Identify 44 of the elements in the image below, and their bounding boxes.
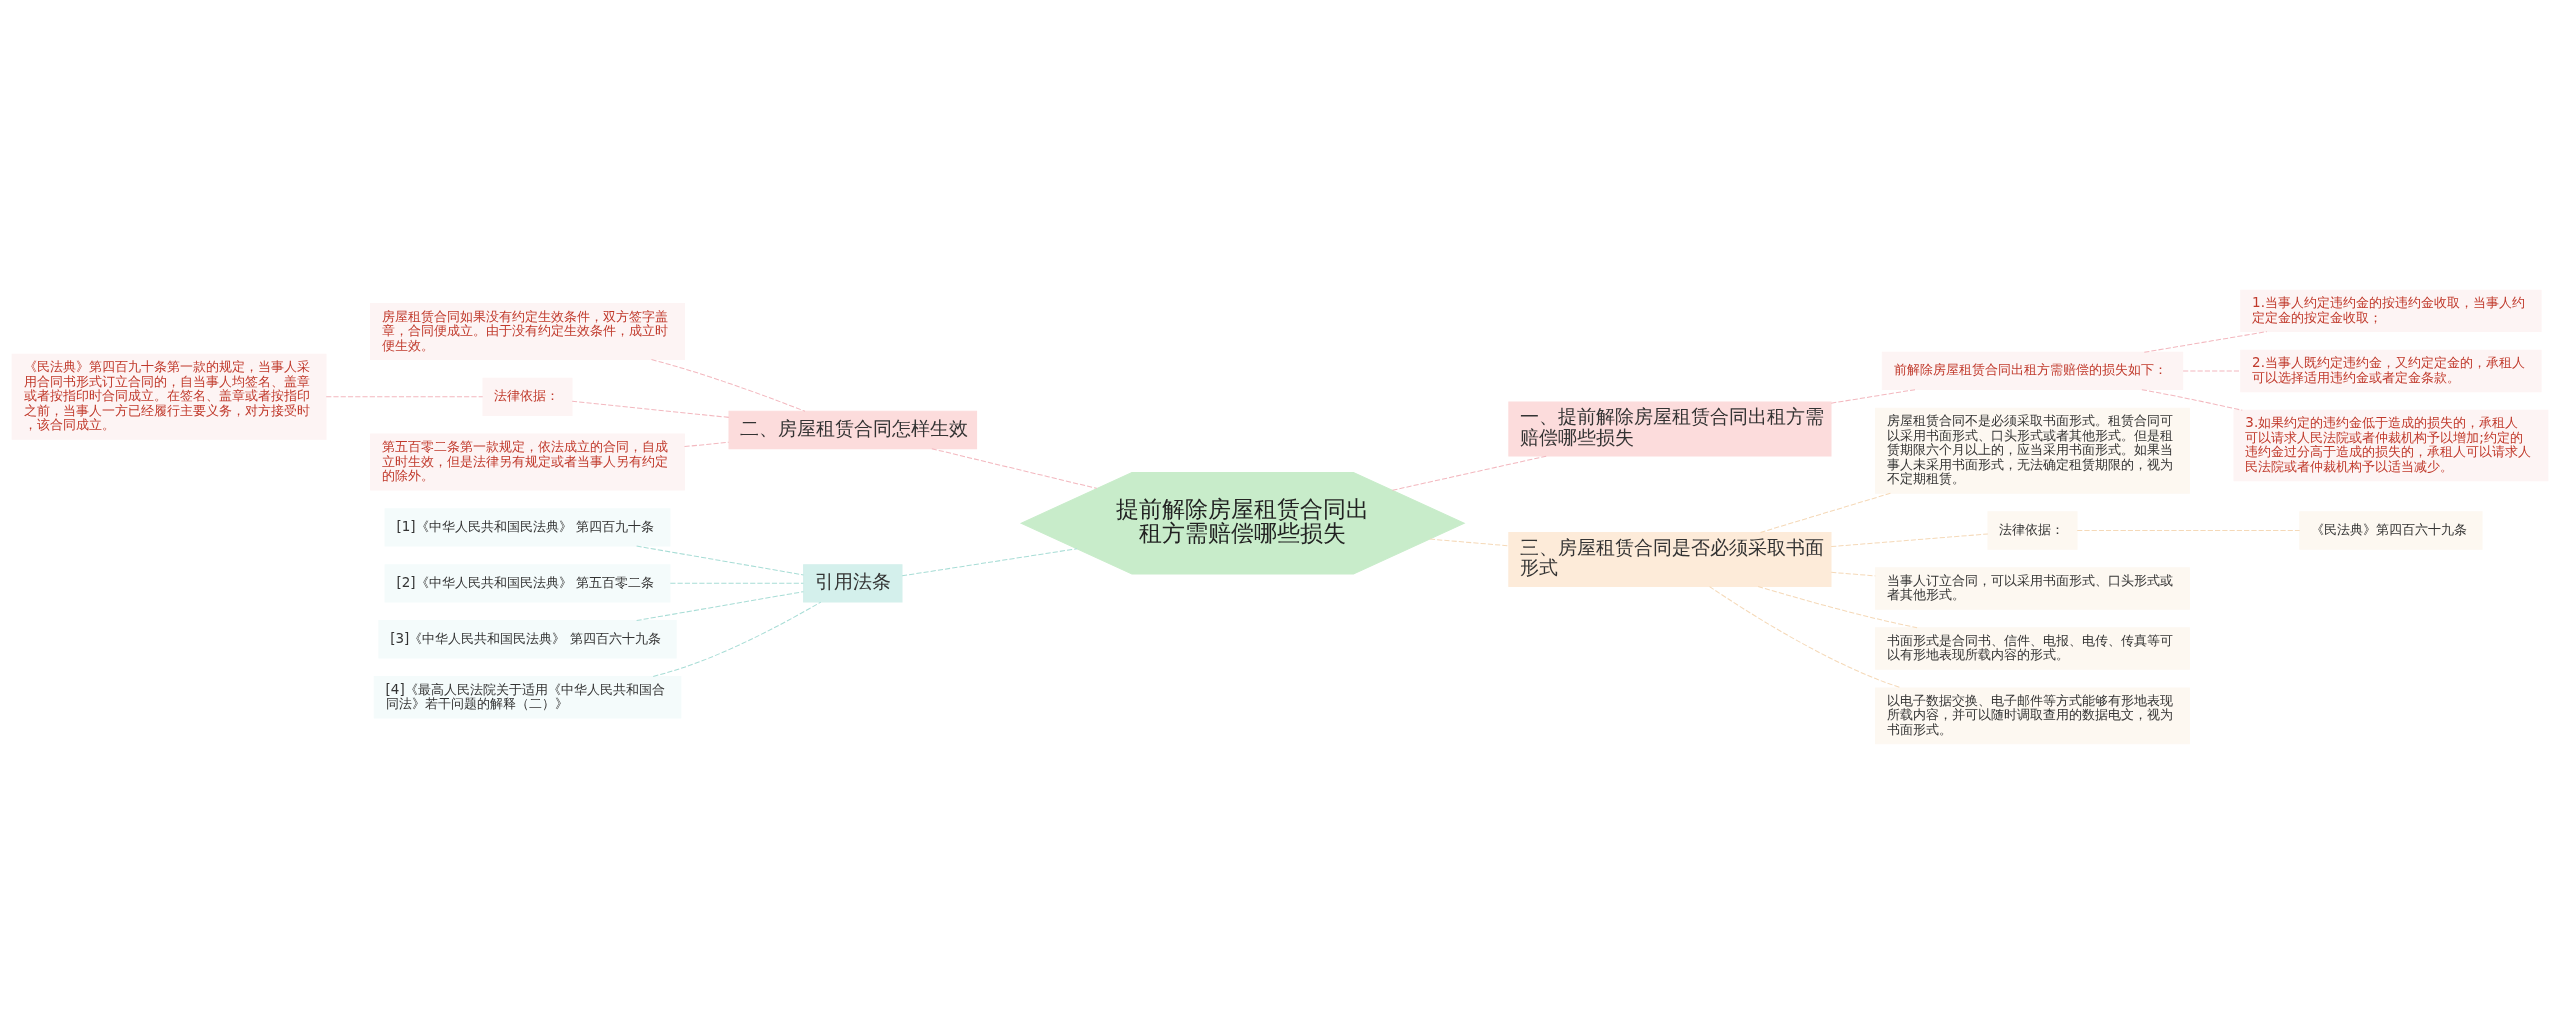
connector <box>571 400 730 418</box>
connector <box>1830 532 1989 547</box>
connector <box>2076 529 2301 531</box>
connector <box>636 590 804 621</box>
connector <box>1709 585 1902 688</box>
connector <box>931 447 1098 489</box>
connector <box>1391 454 1548 491</box>
node-box: 引用法条 <box>803 563 903 602</box>
connector <box>2143 330 2268 353</box>
node-box: [1]《中华人民共和国民法典》 第四百九十条 <box>384 507 671 546</box>
node-box: 第五百零二条第一款规定，依法成立的合同，自成立时生效，但是法律另有规定或者当事人另有约定的除外。 <box>370 433 685 491</box>
node-box: 《民法典》第四百六十九条 <box>2299 510 2483 550</box>
node-box: 法律依据： <box>1987 510 2078 550</box>
node-box: [2]《中华人民共和国民法典》 第五百零二条 <box>384 563 671 602</box>
connector <box>652 601 822 677</box>
node-box: 房屋租赁合同如果没有约定生效条件，双方签字盖章，合同便成立。由于没有约定生效条件，成立时便生效。 <box>370 302 685 360</box>
connector <box>650 358 806 412</box>
node-box: [3]《中华人民共和国民法典》 第四百六十九条 <box>378 619 677 658</box>
connector <box>1830 571 1876 576</box>
node-box: [4]《最高人民法院关于适用《中华人民共和国合同法》若干问题的解释（二）》 <box>373 675 682 718</box>
node-box: 三、房屋租赁合同是否必须采取书面形式 <box>1508 531 1832 587</box>
node-box: 当事人订立合同，可以采用书面形式、口头形式或者其他形式。 <box>1875 566 2190 610</box>
connector <box>1429 538 1510 546</box>
connector <box>2141 388 2243 411</box>
connector <box>2182 369 2242 371</box>
node-box: 前解除房屋租赁合同出租方需赔偿的损失如下： <box>1881 351 2184 390</box>
connector <box>901 547 1078 576</box>
node-box: 二、房屋租赁合同怎样生效 <box>728 410 978 449</box>
node-box: 以电子数据交换、电子邮件等方式能够有形地表现所载内容，并可以随时调取查用的数据电文，视为书面形式。 <box>1875 686 2190 744</box>
connector <box>683 441 730 447</box>
connector <box>1760 492 1891 533</box>
node-box: 法律依据： <box>482 377 573 416</box>
connector <box>636 545 804 575</box>
node-box: 一、提前解除房屋租赁合同出租方需赔偿哪些损失 <box>1508 401 1832 456</box>
connector <box>1830 388 1917 404</box>
connector <box>669 582 804 584</box>
node-box: 3.如果约定的违约金低于造成的损失的，承租人可以请求人民法院或者仲裁机构予以增加;约定的违约金过分高于造成的损失的，承租人可以请求人民法院或者仲裁机构予以适当减少。 <box>2233 409 2549 481</box>
connector <box>1757 585 1918 628</box>
node-box: 书面形式是合同书、信件、电报、电传、传真等可以有形地表现所载内容的形式。 <box>1875 626 2190 670</box>
connector <box>325 395 484 397</box>
node-box: 《民法典》第四百九十条第一款的规定，当事人采用合同书形式订立合同的，自当事人均签名、盖章或者按指印时合同成立。在签名、盖章或者按指印之前，当事人一方已经履行主要义务，对方接受时，该合同成立。 <box>11 353 327 440</box>
node-box: 2.当事人既约定违约金，又约定定金的，承租人可以选择适用违约金或者定金条款。 <box>2240 349 2542 392</box>
node-box: 1.当事人约定违约金的按违约金收取，当事人约定定金的按定金收取； <box>2240 289 2542 332</box>
node-box: 房屋租赁合同不是必须采取书面形式。租赁合同可以采用书面形式、口头形式或者其他形式。但是租赁期限六个月以上的，应当采用书面形式。如果当事人未采用书面形式，无法确定租赁期限的，视为不定期租赁。 <box>1875 407 2190 494</box>
